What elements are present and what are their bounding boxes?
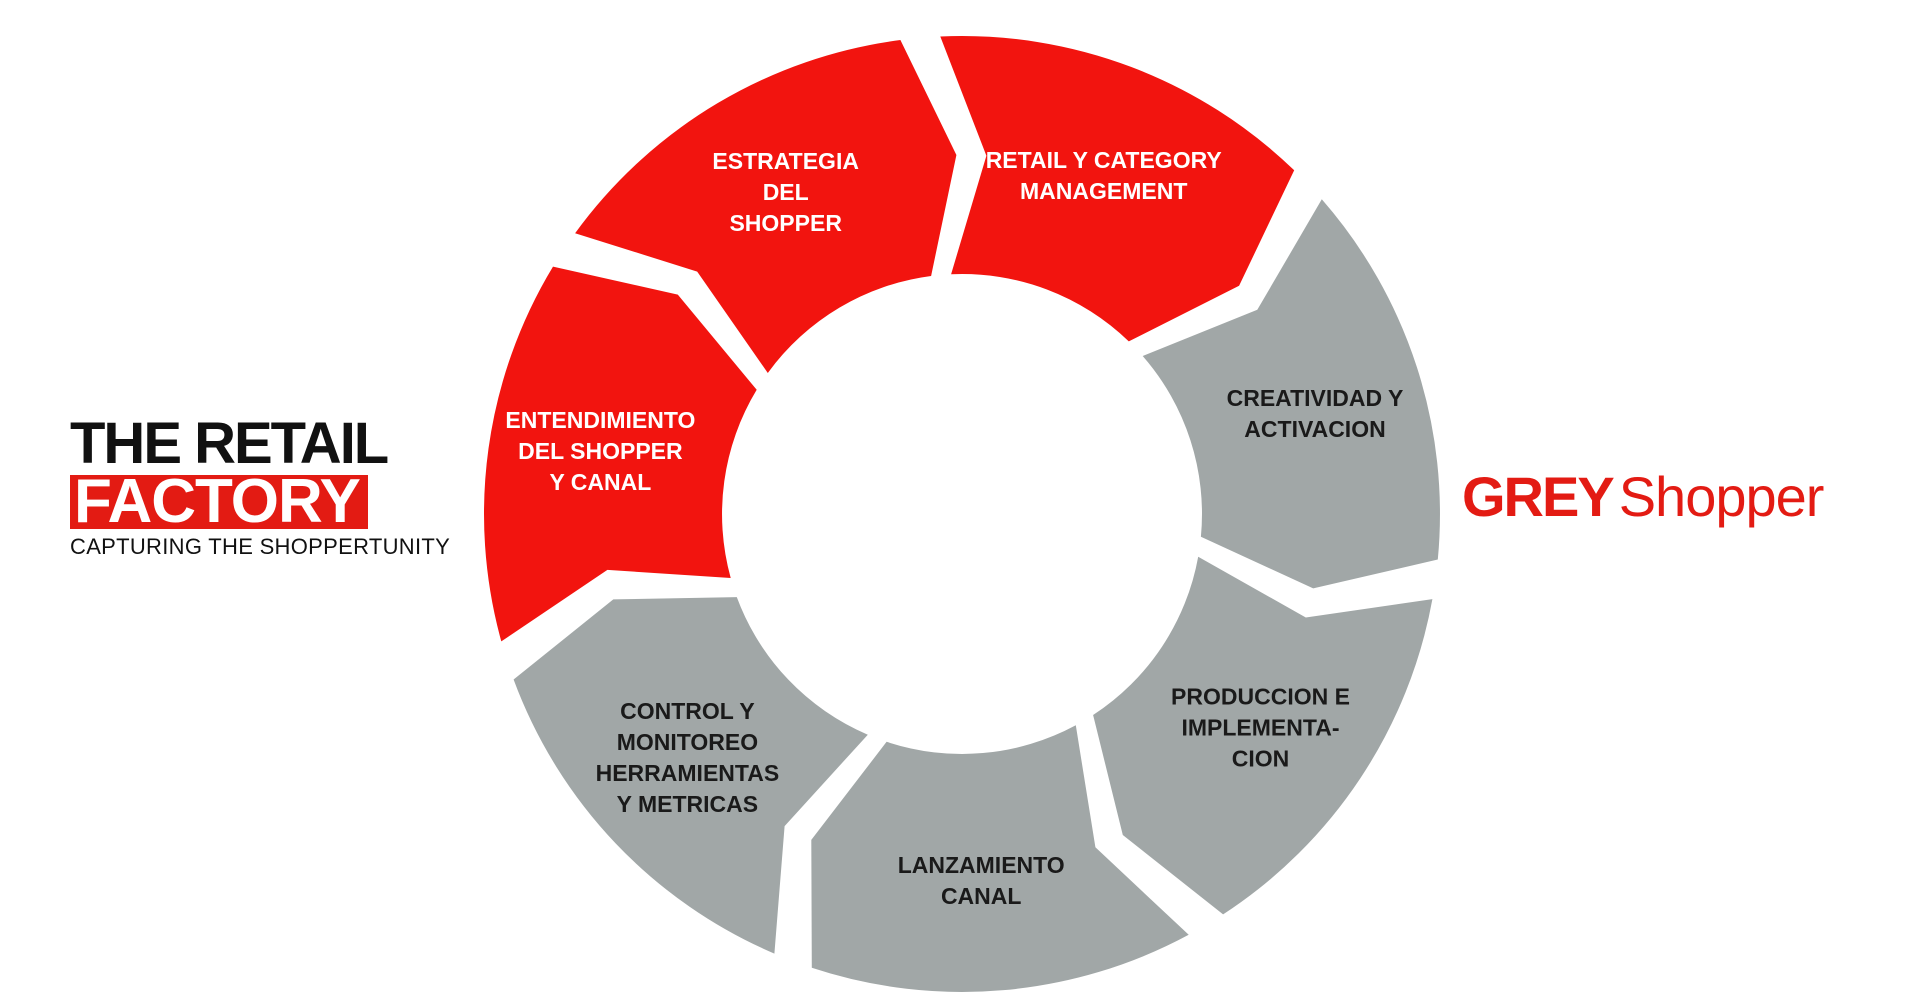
cycle-segment-label-line: ESTRATEGIA	[712, 148, 859, 174]
the-retail-factory-logo: THE RETAIL FACTORY CAPTURING THE SHOPPER…	[70, 411, 451, 559]
cycle-segment-label-line: LANZAMIENTO	[898, 852, 1065, 878]
cycle-segment-label-line: ACTIVACION	[1244, 416, 1385, 442]
cycle-segment-estrategia: ESTRATEGIA DEL SHOPPER	[575, 40, 957, 373]
cycle-segment-label-line: HERRAMIENTAS	[596, 760, 780, 786]
cycle-segment-shape-retail-category	[940, 36, 1295, 342]
logo-left-line1: THE RETAIL	[70, 411, 389, 476]
cycle-segment-shape-produccion	[1093, 556, 1433, 915]
logo-right-sub: Shopper	[1618, 465, 1825, 528]
cycle-segment-label-line: CONTROL Y	[620, 698, 755, 724]
cycle-segment-label-estrategia: ESTRATEGIA DEL SHOPPER	[712, 148, 859, 236]
cycle-segment-label-creatividad: CREATIVIDAD Y ACTIVACION	[1227, 385, 1404, 442]
cycle-segment-retail-category: RETAIL Y CATEGORY MANAGEMENT	[940, 36, 1295, 342]
cycle-segment-shape-estrategia	[575, 40, 957, 373]
cycle-segment-label-line: ENTENDIMIENTO	[505, 407, 695, 433]
cycle-segment-label-line: Y CANAL	[549, 469, 651, 495]
cycle-segment-label-line: DEL SHOPPER	[518, 438, 683, 464]
cycle-segment-label-line: CION	[1232, 746, 1290, 772]
cycle-segment-label-line: PRODUCCION E	[1171, 684, 1350, 710]
logo-left-tagline: CAPTURING THE SHOPPERTUNITY	[70, 534, 451, 559]
cycle-segment-label-lanzamiento: LANZAMIENTO CANAL	[898, 852, 1065, 909]
cycle-segment-shape-creatividad	[1142, 199, 1440, 589]
cycle-segment-control: CONTROL Y MONITOREO HERRAMIENTAS Y METRICAS	[513, 597, 868, 954]
cycle-segment-shape-entendimiento	[484, 266, 757, 642]
cycle-segment-lanzamiento: LANZAMIENTO CANAL	[811, 725, 1189, 992]
cycle-segment-label-retail-category: RETAIL Y CATEGORY MANAGEMENT	[986, 147, 1222, 204]
cycle-segment-shape-control	[513, 597, 868, 954]
cycle-segment-label-line: DEL	[763, 179, 809, 205]
cycle-segment-label-line: MONITOREO	[617, 729, 758, 755]
cycle-segment-entendimiento: ENTENDIMIENTO DEL SHOPPER Y CANAL	[484, 266, 757, 642]
cycle-segment-label-line: SHOPPER	[729, 210, 842, 236]
cycle-segment-label-line: MANAGEMENT	[1020, 178, 1187, 204]
cycle-segment-label-control: CONTROL Y MONITOREO HERRAMIENTAS Y METRICAS	[596, 698, 780, 817]
logo-right-brand: GREY	[1462, 465, 1615, 528]
logo-left-line2: FACTORY	[70, 471, 368, 533]
cycle-segment-label-entendimiento: ENTENDIMIENTO DEL SHOPPER Y CANAL	[505, 407, 695, 495]
cycle-segment-label-produccion: PRODUCCION E IMPLEMENTA- CION	[1171, 684, 1350, 772]
cycle-segment-produccion: PRODUCCION E IMPLEMENTA- CION	[1093, 556, 1433, 915]
cycle-segment-label-line: IMPLEMENTA-	[1181, 715, 1339, 741]
cycle-segment-label-line: CANAL	[941, 883, 1022, 909]
cycle-segment-shape-lanzamiento	[811, 725, 1189, 992]
cycle-segment-creatividad: CREATIVIDAD Y ACTIVACION	[1142, 199, 1440, 589]
cycle-segment-label-line: Y METRICAS	[617, 791, 758, 817]
cycle-segment-label-line: RETAIL Y CATEGORY	[986, 147, 1222, 173]
cycle-segment-label-line: CREATIVIDAD Y	[1227, 385, 1404, 411]
